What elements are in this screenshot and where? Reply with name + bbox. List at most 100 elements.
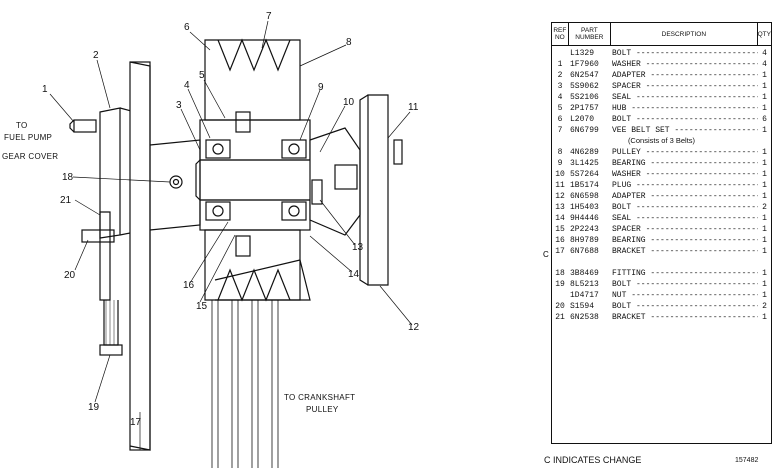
header-qty: QTY [757,30,771,38]
dot-leader: ------------------------------ [650,236,758,245]
dot-leader: ------------------------------ [650,269,758,278]
qty-cell: 1 [762,192,767,201]
ref-cell: 20 [555,302,565,311]
qty-cell: 1 [762,291,767,300]
qty-cell: 1 [762,313,767,322]
ref-cell: 1 [557,60,563,69]
part-number-cell: 5S2106 [570,93,599,102]
ref-cell: 15 [555,225,565,234]
callout-20: 20 [64,270,76,281]
description-cell: FITTING ------------------------------ [610,269,758,278]
parts-table: REF NO PART NUMBER DESCRIPTION QTY L1329… [551,22,772,444]
vee-belt-note: (Consists of 3 Belts) [627,136,696,145]
ref-cell: 7 [557,126,563,135]
ref-cell: 3 [557,82,563,91]
dot-leader: ------------------------------ [650,192,758,201]
part-number-cell: 3L1425 [570,159,599,168]
qty-cell: 2 [762,203,767,212]
dot-leader: ------------------------------ [650,159,758,168]
callout-10: 10 [343,97,355,108]
part-number-cell: 1F7960 [570,60,599,69]
dot-leader: ------------------------------ [645,60,758,69]
callout-12: 12 [408,322,420,333]
ref-cell: 16 [555,236,565,245]
callout-5: 5 [199,70,205,81]
qty-cell: 1 [762,269,767,278]
callout-11: 11 [408,102,419,113]
ref-cell: 10 [555,170,565,179]
callout-14: 14 [348,269,360,280]
part-number-cell: 9H4446 [570,214,599,223]
dot-leader: ------------------------------ [645,225,758,234]
description-cell: BRACKET ------------------------------ [610,247,758,256]
part-number-cell: 4N6289 [570,148,599,157]
parts-table-header: REF NO PART NUMBER DESCRIPTION QTY [552,23,771,46]
dot-leader: ------------------------------ [645,82,758,91]
header-part-number: PART NUMBER [569,23,612,45]
qty-cell: 6 [762,115,767,124]
description-cell: BOLT ------------------------------ [610,302,758,311]
callout-2: 2 [93,50,99,61]
callout-15: 15 [196,301,208,312]
fuel-pump-caption-line3: GEAR COVER [2,152,58,161]
description-cell: SEAL ------------------------------ [610,93,758,102]
description-cell: VEE BELT SET ---------------------------… [610,126,758,135]
qty-cell: 1 [762,82,767,91]
fuel-pump-caption-line1: TO [16,121,28,130]
part-number-cell: 6N6598 [570,192,599,201]
description-cell: PLUG ------------------------------ [610,181,758,190]
description-cell: BEARING ------------------------------ [610,236,758,245]
description-cell: BEARING ------------------------------ [610,159,758,168]
part-number-cell: 3B8469 [570,269,599,278]
part-number-cell: L1329 [570,49,595,58]
ref-cell: 8 [557,148,563,157]
callout-4: 4 [184,80,190,91]
ref-cell: 9 [557,159,563,168]
callout-13: 13 [352,242,364,253]
header-description: DESCRIPTION [611,23,758,45]
ref-cell: 17 [555,247,565,256]
part-number-cell: 6N6799 [570,126,599,135]
qty-cell: 1 [762,225,767,234]
part-number-cell: L2070 [570,115,595,124]
description-cell: BOLT ------------------------------ [610,280,758,289]
ref-cell: 6 [557,115,563,124]
callout-21: 21 [60,195,72,206]
qty-cell: 1 [762,104,767,113]
description-cell: BOLT ------------------------------ [610,115,758,124]
part-number-cell: S1594 [570,302,595,311]
crankshaft-caption-line2: PULLEY [306,405,339,414]
description-cell: WASHER ------------------------------ [610,60,758,69]
fuel-pump-caption-line2: FUEL PUMP [4,133,52,142]
part-number-cell: 1B5174 [570,181,599,190]
ref-cell: 18 [555,269,565,278]
table-row: 16 8H9789 BEARING ------------------------… [552,235,771,246]
dot-leader: ------------------------------ [636,49,758,58]
part-number-cell: 6N7688 [570,247,599,256]
description-cell: SPACER ------------------------------ [610,225,758,234]
dot-leader: ------------------------------ [674,126,758,135]
part-number-cell: 5S7264 [570,170,599,179]
description-cell: SEAL ------------------------------ [610,214,758,223]
part-number-cell: 8H9789 [570,236,599,245]
qty-cell: 1 [762,214,767,223]
dot-leader: ------------------------------ [636,115,758,124]
callout-1: 1 [42,84,48,95]
ref-cell: 2 [557,71,563,80]
description-cell: NUT ------------------------------ [610,291,758,300]
table-row: 9 3L1425 BEARING -------------------------… [552,158,771,169]
description-cell: WASHER ------------------------------ [610,170,758,179]
dot-leader: ------------------------------ [636,93,758,102]
ref-cell: 19 [555,280,565,289]
part-number-cell: 1H5403 [570,203,599,212]
table-row: 7 6N6799 VEE BELT SET --------------------… [552,125,771,136]
